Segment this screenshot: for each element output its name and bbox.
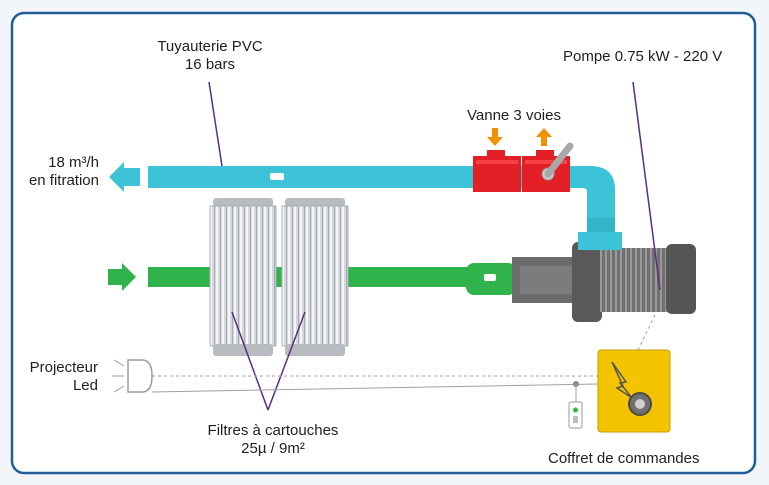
inflow-arrow-icon (108, 263, 136, 291)
diagram-frame (10, 11, 757, 475)
pvc-leader-line (208, 81, 223, 167)
valve-arrow-up-icon (536, 128, 552, 146)
pipe-label-line-1: Tuyauterie PVC (157, 38, 263, 55)
switch-icon (568, 401, 583, 429)
pump-label: Pompe 0.75 kW - 220 V (563, 48, 723, 65)
three-way-valve (473, 128, 574, 192)
flow-label-line-2: en fitration (28, 172, 99, 189)
cartridge-filter-right (281, 198, 349, 356)
pump-leader-line (632, 81, 661, 291)
filter-leader-line-left (231, 311, 269, 411)
projector-label-line-1: Projecteur (29, 359, 98, 376)
filters-label-line-2: 25µ / 9m² (241, 440, 305, 457)
filters-label: Filtres à cartouches 25µ / 9m² (198, 422, 348, 458)
wire-pump-box (637, 314, 656, 351)
control-box-label: Coffret de commandes (548, 450, 700, 467)
outflow-arrow-icon (109, 162, 140, 192)
projector-label: Projecteur Led (14, 359, 98, 395)
filters-label-line-1: Filtres à cartouches (207, 422, 339, 439)
valve-label: Vanne 3 voies (467, 107, 561, 124)
valve-arrow-down-icon (487, 128, 503, 146)
cartridge-filter-left (209, 198, 277, 356)
pipe-label: Tuyauterie PVC 16 bars (140, 38, 280, 74)
wire-projector (151, 383, 599, 393)
flow-label: 18 m³/h en fitration (14, 154, 99, 190)
projector-label-line-2: Led (72, 377, 98, 394)
led-projector-icon (112, 359, 153, 393)
flow-label-line-1: 18 m³/h (48, 154, 99, 171)
control-box (597, 349, 671, 433)
pipe-label-line-2: 16 bars (184, 56, 236, 73)
filter-leader-line-right (267, 311, 306, 411)
